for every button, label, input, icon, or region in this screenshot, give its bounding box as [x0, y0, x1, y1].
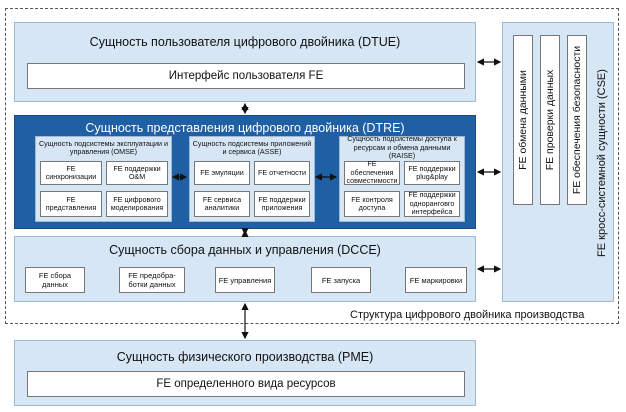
asse-fe-2: FE отчетности — [254, 161, 310, 185]
dcce-fe-4: FE запуска — [311, 267, 371, 293]
dcce-fe-5: FE маркировки — [405, 267, 467, 293]
omse-fe-2: FE поддержки O&M — [106, 161, 168, 185]
raise-fe-2: FE поддержки plug&play — [404, 161, 460, 185]
pme-title: Сущность физического производства (PME) — [116, 350, 374, 364]
dcce-fe-2: FE предобра-ботки данных — [119, 267, 185, 293]
omse-title: Сущность подсистемы эксплуатации и управ… — [38, 138, 169, 156]
cse-fe-1: FE обмена данными — [513, 35, 533, 205]
cse-fe-2: FE проверки данных — [540, 35, 560, 205]
pme-resource-box: FE определенного вида ресурсов — [27, 371, 465, 397]
omse-fe-4: FE цифрового моделирования — [106, 191, 168, 217]
dtre-title: Сущность представления цифрового двойник… — [85, 121, 405, 135]
omse-fe-3: FE представления — [40, 191, 102, 217]
pme-box: Сущность физического производства (PME) … — [14, 340, 476, 406]
dcce-fe-1: FE сбора данных — [25, 267, 85, 293]
dtue-title: Сущность пользователя цифрового двойника… — [89, 35, 401, 49]
raise-fe-4: FE поддержки одноранговго интерфейса — [404, 191, 460, 217]
dtue-interface-box: Интерфейс пользователя FE — [27, 63, 465, 89]
dcce-box: Сущность сбора данных и управления (DCCE… — [14, 236, 476, 302]
dcce-fe-3: FE управления — [215, 267, 275, 293]
dtue-box: Сущность пользователя цифрового двойника… — [14, 22, 476, 102]
cse-fe-3: FE обеспечения безопасности — [567, 35, 587, 205]
asse-fe-1: FE эмуляции — [194, 161, 250, 185]
raise-box: Сущность подсистемы доступа к ресурсам и… — [339, 134, 465, 222]
asse-fe-4: FE поддержки приложения — [254, 191, 310, 217]
omse-box: Сущность подсистемы эксплуатации и управ… — [35, 136, 172, 222]
omse-fe-1: FE синхронизации — [40, 161, 102, 185]
asse-box: Сущность подсистемы приложений и сервиса… — [189, 136, 315, 222]
asse-title: Сущность подсистемы приложений и сервиса… — [192, 138, 312, 156]
asse-fe-3: FE сервиса аналитики — [194, 191, 250, 217]
raise-fe-1: FE обеспечения совместимости — [344, 160, 400, 185]
dcce-title: Сущность сбора данных и управления (DCCE… — [109, 243, 381, 257]
structure-boundary — [5, 8, 619, 324]
cse-box: FE обмена данными FE проверки данных FE … — [502, 22, 614, 302]
structure-label: Структура цифрового двойника производств… — [350, 309, 585, 321]
raise-title: Сущность подсистемы доступа к ресурсам и… — [347, 134, 457, 161]
dtre-box: Сущность представления цифрового двойник… — [14, 115, 476, 229]
raise-fe-3: FE контроля доступа — [344, 191, 400, 217]
